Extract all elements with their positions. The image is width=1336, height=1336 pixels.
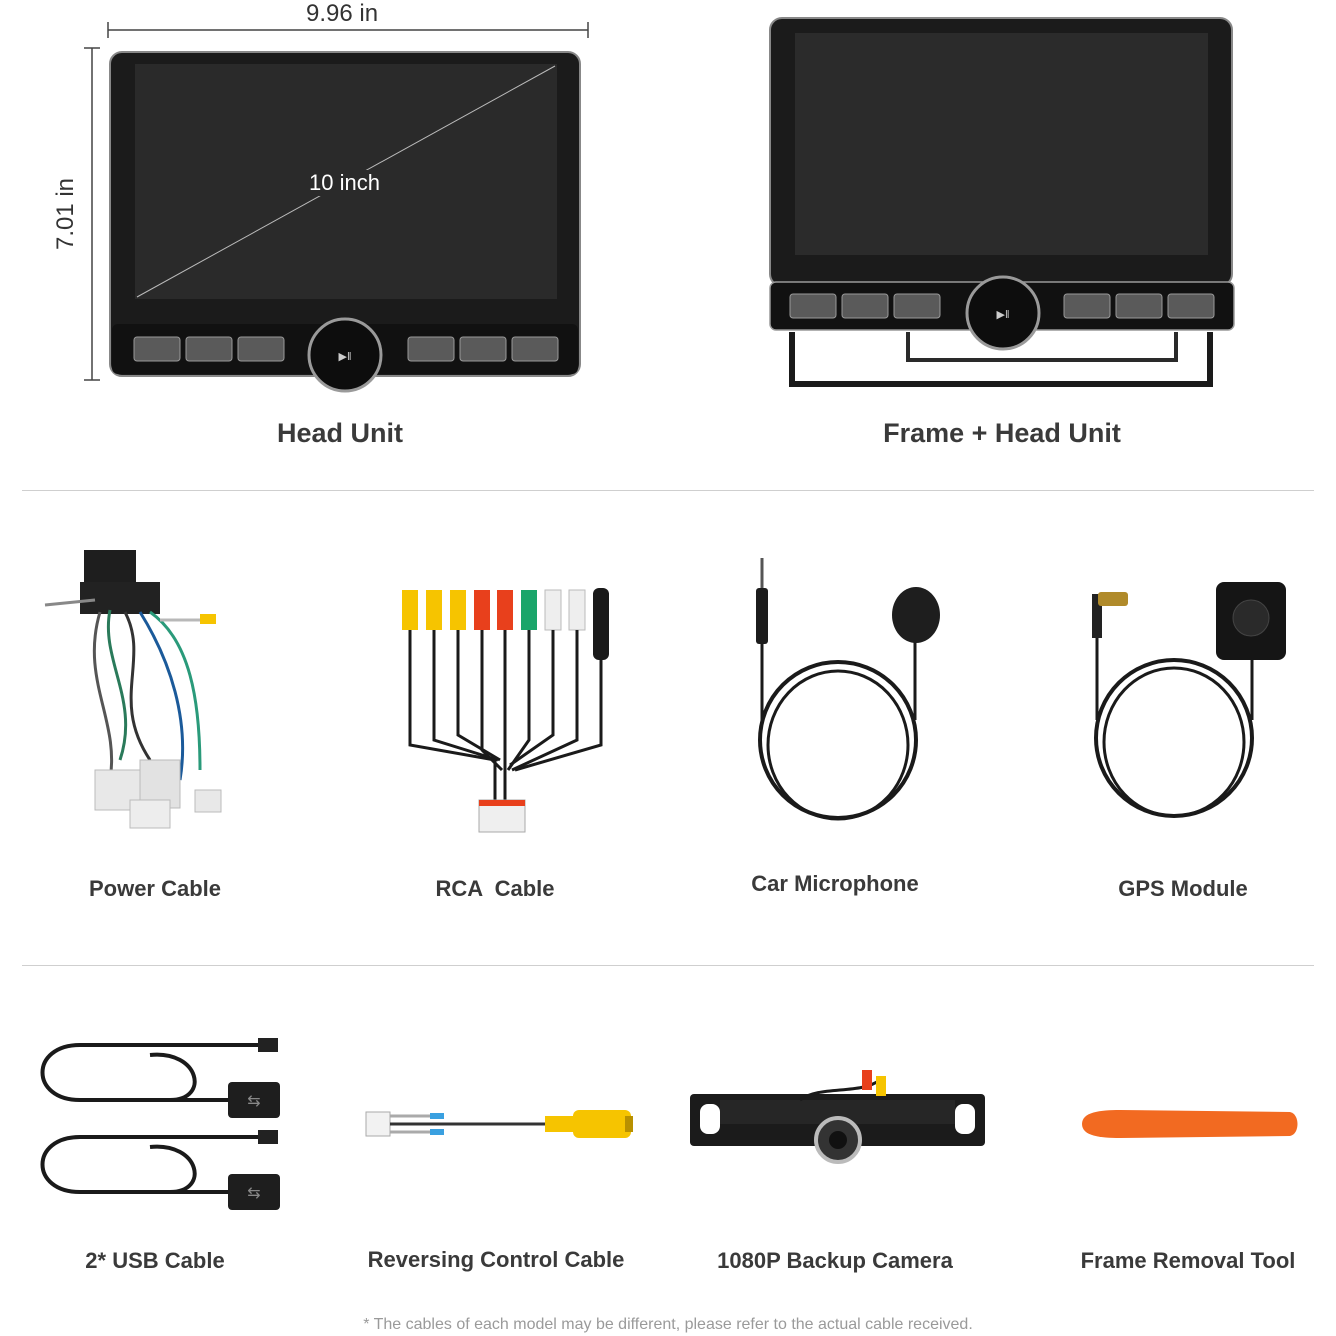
svg-text:⇆: ⇆: [247, 1183, 260, 1202]
item-label-power-cable: Power Cable: [88, 876, 222, 901]
svg-text:▶‖: ▶‖: [996, 309, 1009, 321]
item-label-reversing-control-cable: Reversing Control Cable: [367, 1247, 625, 1272]
svg-text:⇆: ⇆: [247, 1091, 260, 1110]
footnote: * The cables of each model may be differ…: [363, 1316, 973, 1333]
item-label-head-unit: Head Unit: [276, 418, 403, 448]
item-label-frame-head-unit: Frame + Head Unit: [883, 418, 1121, 448]
divider-top: [22, 490, 1314, 491]
width-dimension-label: 9.96 in: [306, 0, 379, 27]
divider-bottom: [22, 965, 1314, 966]
item-label-rca-cable: RCA Cable: [435, 876, 555, 901]
item-label-backup-camera: 1080P Backup Camera: [717, 1248, 953, 1273]
item-label-gps-module: GPS Module: [1118, 876, 1248, 901]
item-label-usb-cable: 2* USB Cable: [85, 1248, 225, 1273]
item-label-frame-removal-tool: Frame Removal Tool: [1080, 1248, 1296, 1273]
svg-text:▶‖: ▶‖: [338, 351, 351, 363]
item-label-car-microphone: Car Microphone: [751, 871, 919, 896]
diagonal-label: 10 inch: [305, 170, 384, 196]
